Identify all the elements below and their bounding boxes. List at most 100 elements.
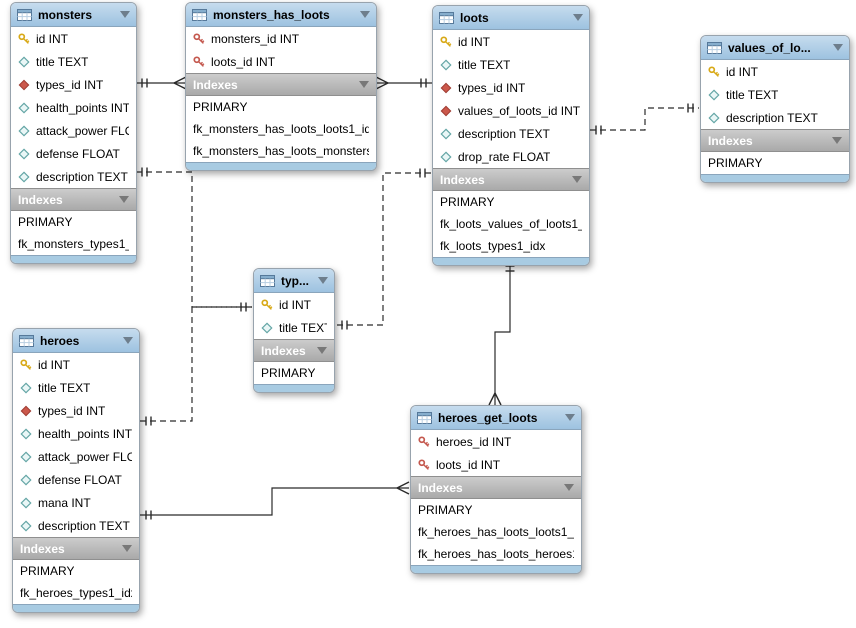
table-footer (11, 255, 136, 263)
indexes-header[interactable]: Indexes (411, 476, 581, 499)
index-row[interactable]: fk_loots_types1_idx (433, 235, 589, 257)
table-types-header[interactable]: typ... (254, 269, 334, 293)
indexes-header[interactable]: Indexes (254, 339, 334, 362)
column-row[interactable]: description TEXT (13, 514, 139, 537)
column-row[interactable]: description TEXT (701, 106, 849, 129)
table-footer (701, 174, 849, 182)
column-label: drop_rate FLOAT (458, 149, 551, 164)
table-values-of-loots[interactable]: values_of_lo... id INT title TEXT descri… (700, 35, 850, 183)
column-row[interactable]: monsters_id INT (186, 27, 376, 50)
chevron-down-icon[interactable] (833, 44, 843, 51)
table-footer (433, 257, 589, 265)
index-row[interactable]: fk_monsters_types1_i... (11, 233, 136, 255)
index-row[interactable]: PRIMARY (433, 191, 589, 213)
relationship-line-loots-to-types[interactable] (336, 172, 431, 326)
table-heroes[interactable]: heroes id INT title TEXT types_id INT he… (12, 328, 140, 613)
column-row[interactable]: title TEXT (701, 83, 849, 106)
column-row[interactable]: types_id INT (433, 76, 589, 99)
index-row[interactable]: PRIMARY (11, 211, 136, 233)
chevron-down-icon[interactable] (119, 196, 129, 203)
column-row[interactable]: title TEXT (11, 50, 136, 73)
index-row[interactable]: PRIMARY (411, 499, 581, 521)
index-row[interactable]: fk_heroes_has_loots_loots1_idx (411, 521, 581, 543)
index-row[interactable]: PRIMARY (254, 362, 334, 384)
column-row[interactable]: id INT (13, 353, 139, 376)
index-row[interactable]: fk_heroes_has_loots_heroes1_i... (411, 543, 581, 565)
chevron-down-icon[interactable] (360, 11, 370, 18)
table-heroes-get-loots-header[interactable]: heroes_get_loots (411, 406, 581, 430)
column-row[interactable]: values_of_loots_id INT (433, 99, 589, 122)
chevron-down-icon[interactable] (120, 11, 130, 18)
column-row[interactable]: id INT (254, 293, 334, 316)
index-row[interactable]: fk_monsters_has_loots_loots1_idx (186, 118, 376, 140)
chevron-down-icon[interactable] (832, 137, 842, 144)
column-row[interactable]: id INT (701, 60, 849, 83)
relationship-line-monsters-to-types[interactable] (136, 171, 252, 308)
indexes-header[interactable]: Indexes (701, 129, 849, 152)
column-row[interactable]: description TEXT (433, 122, 589, 145)
column-row[interactable]: heroes_id INT (411, 430, 581, 453)
column-row[interactable]: loots_id INT (411, 453, 581, 476)
chevron-down-icon[interactable] (564, 484, 574, 491)
relationship-line-heroes-to-heroes_get_loots[interactable] (140, 487, 409, 516)
column-row[interactable]: mana INT (13, 491, 139, 514)
table-values-of-loots-header[interactable]: values_of_lo... (701, 36, 849, 60)
table-icon (260, 275, 275, 287)
column-row[interactable]: title TEXT (433, 53, 589, 76)
index-label: PRIMARY (708, 156, 763, 170)
column-row[interactable]: id INT (433, 30, 589, 53)
column-row[interactable]: defense FLOAT (13, 468, 139, 491)
chevron-down-icon[interactable] (573, 14, 583, 21)
table-heroes-get-loots[interactable]: heroes_get_loots heroes_id INT loots_id … (410, 405, 582, 574)
index-row[interactable]: PRIMARY (186, 96, 376, 118)
table-loots[interactable]: loots id INT title TEXT types_id INT val… (432, 5, 590, 266)
index-row[interactable]: fk_monsters_has_loots_monsters_i... (186, 140, 376, 162)
chevron-down-icon[interactable] (122, 545, 132, 552)
column-row[interactable]: id INT (11, 27, 136, 50)
indexes-header[interactable]: Indexes (13, 537, 139, 560)
column-row[interactable]: types_id INT (13, 399, 139, 422)
chevron-down-icon[interactable] (359, 81, 369, 88)
column-row[interactable]: drop_rate FLOAT (433, 145, 589, 168)
indexes-header[interactable]: Indexes (433, 168, 589, 191)
table-monsters[interactable]: monsters id INT title TEXT types_id INT … (10, 2, 137, 264)
table-types[interactable]: typ... id INT title TEXT Indexes PRIMARY (253, 268, 335, 393)
indexes-header[interactable]: Indexes (186, 73, 376, 96)
chevron-down-icon[interactable] (317, 347, 327, 354)
column-row[interactable]: loots_id INT (186, 50, 376, 73)
column-row[interactable]: health_points INT (11, 96, 136, 119)
column-row[interactable]: title TEXT (254, 316, 334, 339)
index-label: fk_monsters_types1_i... (18, 237, 129, 251)
chevron-down-icon[interactable] (123, 337, 133, 344)
relationship-line-loots-to-values_of_loots[interactable] (590, 107, 699, 131)
index-row[interactable]: fk_loots_values_of_loots1_i... (433, 213, 589, 235)
column-row[interactable]: title TEXT (13, 376, 139, 399)
index-row[interactable]: PRIMARY (13, 560, 139, 582)
column-label: defense FLOAT (36, 146, 120, 161)
indexes-label: Indexes (708, 133, 753, 148)
chevron-down-icon[interactable] (318, 277, 328, 284)
chevron-down-icon[interactable] (572, 176, 582, 183)
table-monsters-header[interactable]: monsters (11, 3, 136, 27)
indexes-header[interactable]: Indexes (11, 188, 136, 211)
cardinality-mark (375, 82, 389, 90)
table-monsters-has-loots[interactable]: monsters_has_loots monsters_id INT loots… (185, 2, 377, 171)
index-row[interactable]: fk_heroes_types1_idx (13, 582, 139, 604)
chevron-down-icon[interactable] (565, 414, 575, 421)
column-row[interactable]: types_id INT (11, 73, 136, 96)
relationship-line-heroes-to-types[interactable] (140, 306, 252, 422)
table-monsters-has-loots-header[interactable]: monsters_has_loots (186, 3, 376, 27)
column-row[interactable]: health_points INT (13, 422, 139, 445)
relationship-line-loots-to-heroes_get_loots[interactable] (494, 260, 511, 405)
column-row[interactable]: attack_power FLOAT (11, 119, 136, 142)
table-heroes-header[interactable]: heroes (13, 329, 139, 353)
column-icon (18, 102, 30, 114)
column-row[interactable]: description TEXT (11, 165, 136, 188)
table-loots-header[interactable]: loots (433, 6, 589, 30)
column-row[interactable]: attack_power FLO... (13, 445, 139, 468)
column-row[interactable]: defense FLOAT (11, 142, 136, 165)
table-icon (707, 42, 722, 54)
index-row[interactable]: PRIMARY (701, 152, 849, 174)
